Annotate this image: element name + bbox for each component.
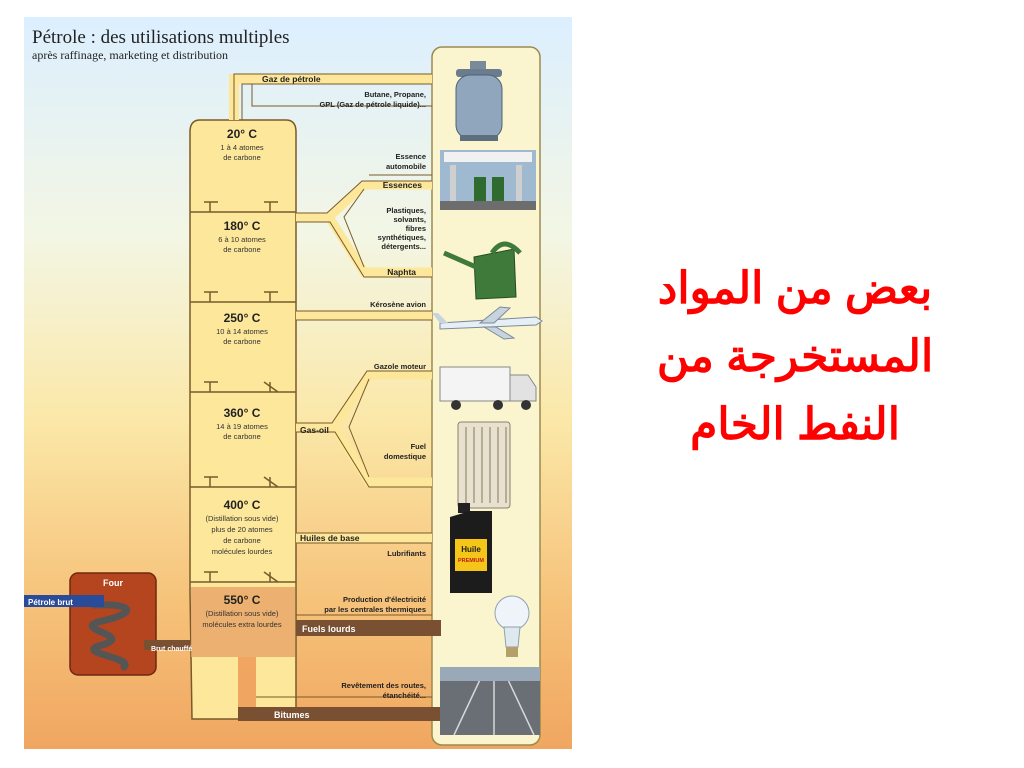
- use-routes: Revêtement des routes,: [341, 681, 426, 690]
- stage-temp: 360° C: [224, 406, 261, 420]
- diagram-svg: Pétrole : des utilisations multiples apr…: [24, 27, 543, 746]
- bitumes-bar: [238, 707, 441, 721]
- column-trays: [190, 201, 296, 583]
- caption-line-1: بعض من المواد: [657, 264, 933, 313]
- road-icon: [440, 666, 540, 736]
- stage-desc: de carbone: [223, 337, 261, 346]
- truck-icon: [439, 366, 537, 410]
- gas-cylinder-icon: [455, 61, 503, 141]
- stage-temp: 550° C: [224, 593, 261, 607]
- stage-desc: molécules extra lourdes: [202, 620, 281, 629]
- oven-output: Brut chauffé: [151, 646, 192, 653]
- use-essence-auto: automobile: [386, 162, 426, 171]
- use-gpl: Butane, Propane,: [364, 90, 426, 99]
- stage-desc: de carbone: [223, 432, 261, 441]
- oil-brand-label: Huile: [461, 545, 481, 554]
- stage-360: 360° C 14 à 19 atomes de carbone: [216, 406, 268, 441]
- use-electricite: Production d'électricité: [343, 595, 426, 604]
- caption-line-3: النفط الخام: [690, 400, 900, 449]
- stage-20: 20° C 1 à 4 atomes de carbone: [220, 127, 264, 162]
- stage-desc: de carbone: [223, 153, 261, 162]
- gasoil-branch: [296, 370, 432, 487]
- fraction-essences: Essences: [383, 180, 422, 190]
- use-plastiques: solvants,: [393, 215, 426, 224]
- column-bottom-shade: [191, 587, 295, 657]
- arabic-caption: بعض من المواد المستخرجة من النفط الخام: [600, 255, 990, 459]
- use-lubrifiants: Lubrifiants: [387, 549, 426, 558]
- diagram-subtitle: après raffinage, marketing et distributi…: [32, 48, 228, 62]
- stage-desc: 10 à 14 atomes: [216, 327, 268, 336]
- essences-branch: [296, 180, 432, 277]
- crude-in-bar: [24, 595, 104, 607]
- stage-250: 250° C 10 à 14 atomes de carbone: [216, 311, 268, 346]
- stage-temp: 400° C: [224, 498, 261, 512]
- fraction-bitumes: Bitumes: [274, 710, 310, 720]
- radiator-icon: [457, 421, 511, 509]
- use-electricite: par les centrales thermiques: [324, 605, 426, 614]
- stage-temp: 250° C: [224, 311, 261, 325]
- stage-desc: 6 à 10 atomes: [218, 235, 266, 244]
- use-fuel-dom: domestique: [384, 452, 426, 461]
- use-plastiques: synthétiques,: [378, 233, 426, 242]
- use-plastiques: détergents...: [381, 242, 426, 251]
- diagram-title: Pétrole : des utilisations multiples: [32, 27, 290, 48]
- use-plastiques: fibres: [406, 224, 426, 233]
- oil-grade-label: PREMIUM: [458, 558, 484, 564]
- use-routes: étanchéité...: [383, 691, 426, 700]
- stage-desc: (Distillation sous vide): [206, 609, 279, 618]
- fraction-kerosene: Kérosène avion: [370, 300, 426, 309]
- stage-desc: plus de 20 atomes: [211, 525, 273, 534]
- fraction-fuels: Fuels lourds: [302, 624, 356, 634]
- watering-can-icon: [442, 241, 522, 300]
- fraction-huiles: Huiles de base: [300, 533, 360, 543]
- use-fuel-dom: Fuel: [411, 442, 426, 451]
- airplane-icon: [432, 306, 543, 340]
- use-plastiques: Plastiques,: [386, 206, 426, 215]
- stage-400: 400° C (Distillation sous vide) plus de …: [206, 498, 279, 556]
- use-essence-auto: Essence: [396, 152, 426, 161]
- stage-desc: de carbone: [223, 536, 261, 545]
- gas-station-icon: [440, 150, 536, 210]
- light-bulb-icon: [494, 595, 530, 657]
- stage-desc: 14 à 19 atomes: [216, 422, 268, 431]
- oil-can-icon: Huile PREMIUM: [450, 503, 492, 593]
- fraction-gasoil: Gas-oil: [300, 425, 329, 435]
- caption-line-2: المستخرجة من: [656, 332, 934, 381]
- oven-input: Pétrole brut: [28, 598, 73, 607]
- stage-180: 180° C 6 à 10 atomes de carbone: [218, 219, 266, 254]
- stage-desc: (Distillation sous vide): [206, 514, 279, 523]
- stage-temp: 180° C: [224, 219, 261, 233]
- oven-label: Four: [103, 578, 123, 588]
- use-gpl: GPL (Gaz de pétrole liquide)...: [319, 100, 426, 109]
- stage-550: 550° C (Distillation sous vide) molécule…: [202, 593, 281, 629]
- stage-temp: 20° C: [227, 127, 257, 141]
- oven-coil-icon: [88, 601, 130, 671]
- distillation-diagram: Pétrole : des utilisations multiples apr…: [24, 17, 572, 749]
- fuels-bar: [296, 620, 441, 636]
- stage-desc: de carbone: [223, 245, 261, 254]
- fraction-gaz: Gaz de pétrole: [262, 74, 321, 84]
- fraction-naphta: Naphta: [387, 267, 416, 277]
- stage-desc: 1 à 4 atomes: [220, 143, 264, 152]
- use-gazole: Gazole moteur: [374, 362, 426, 371]
- stage-desc: molécules lourdes: [212, 547, 273, 556]
